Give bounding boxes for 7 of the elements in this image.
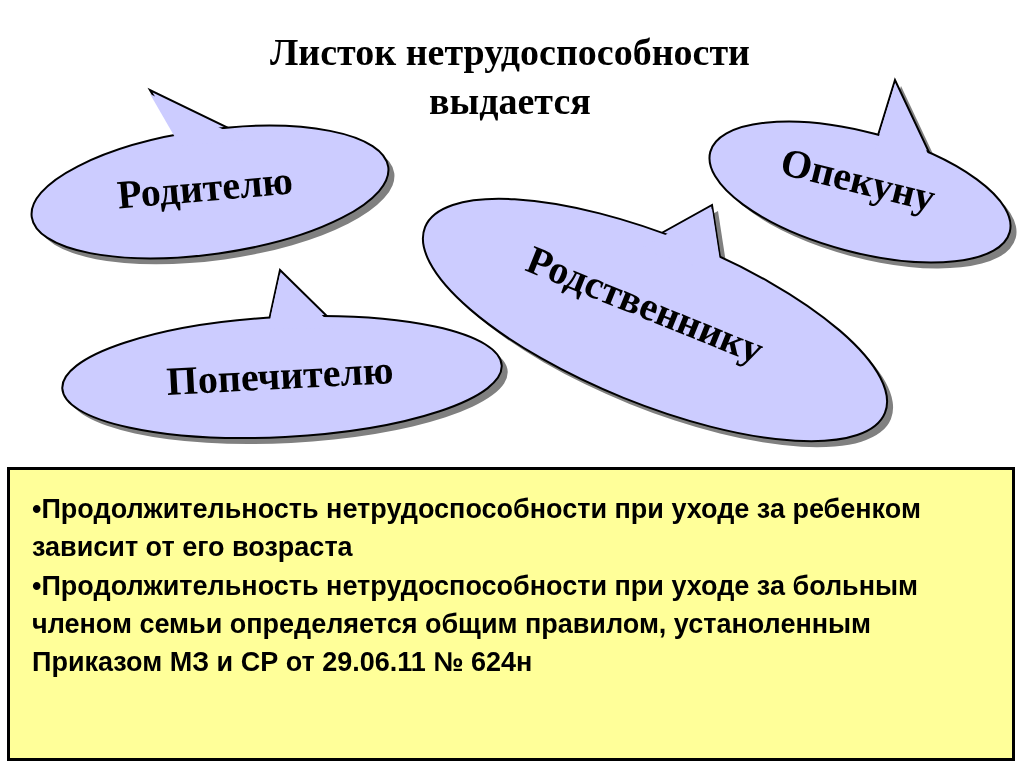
bubble-text: Попечителю bbox=[165, 350, 395, 402]
title: Листок нетрудоспособности выдается bbox=[269, 30, 751, 125]
bubble-text: Опекуну bbox=[776, 141, 940, 219]
note-text: •Продолжительность нетрудоспособности при уходе за ребенком зависит от его возраста bbox=[32, 493, 922, 565]
note-text: •Продолжительность нетрудоспособности при уходе за больным членом семьи определяется общим правилом, устаноленным Приказом МЗ и СР от 29.06.11 № 624н bbox=[32, 569, 920, 680]
note-box bbox=[7, 467, 1015, 761]
bubble-text: Родителю bbox=[115, 160, 295, 216]
